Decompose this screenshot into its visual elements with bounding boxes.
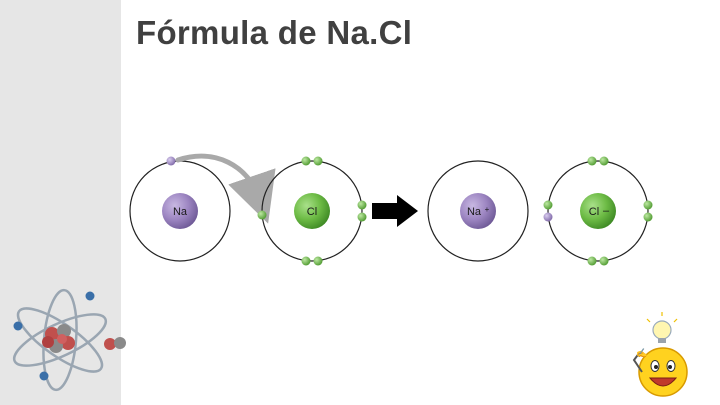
chlorine-electron: [314, 257, 323, 266]
electron-transfer-arrow: [178, 156, 260, 200]
svg-text:✍: ✍: [636, 348, 647, 358]
transferred-electron: [544, 213, 553, 222]
sodium-ion-charge: +: [485, 205, 490, 214]
smiley-lightbulb-icon: ✍: [634, 312, 687, 396]
sodium-label: Na: [173, 206, 188, 218]
sodium-ion-label: Na: [467, 206, 482, 218]
chloride-ion-label: Cl: [589, 206, 599, 218]
chloride-electron: [544, 201, 553, 210]
chlorine-electron: [302, 257, 311, 266]
sodium-valence-electron: [167, 157, 176, 166]
chloride-electron: [600, 157, 609, 166]
chloride-ion: Cl –: [544, 157, 653, 266]
chlorine-electron: [258, 211, 267, 220]
chlorine-electron: [358, 201, 367, 210]
sodium-ion: Na +: [428, 161, 528, 261]
reaction-arrow: [372, 195, 418, 227]
chloride-electron: [588, 257, 597, 266]
chloride-electron: [588, 157, 597, 166]
chloride-electron: [644, 213, 653, 222]
sodium-atom: Na: [130, 157, 230, 262]
chloride-electron: [644, 201, 653, 210]
chlorine-atom: Cl: [258, 157, 367, 266]
chlorine-electron: [302, 157, 311, 166]
atom-model-icon: [8, 289, 126, 391]
chloride-electron: [600, 257, 609, 266]
chlorine-electron: [358, 213, 367, 222]
chlorine-label: Cl: [307, 206, 317, 218]
chloride-ion-charge: –: [603, 205, 610, 217]
chlorine-electron: [314, 157, 323, 166]
